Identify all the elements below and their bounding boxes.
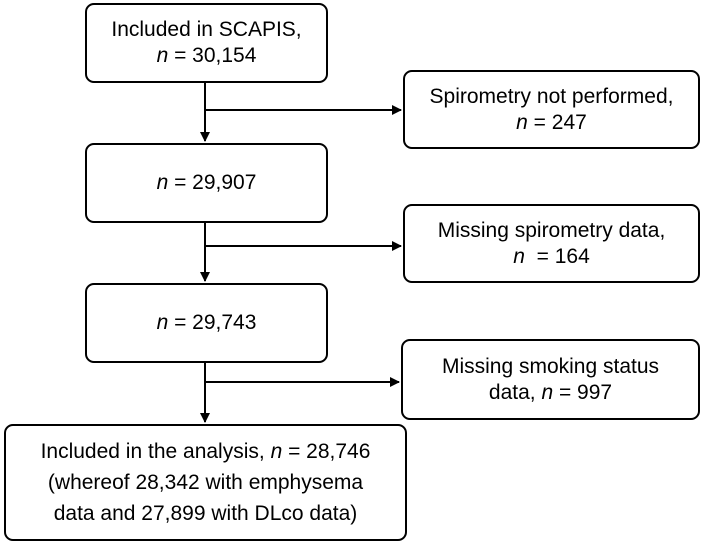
n-value: = 29,907 <box>168 171 257 194</box>
n-symbol: n <box>516 110 528 134</box>
n-symbol: n <box>156 171 169 194</box>
missing-smoking-label: Missing smoking status <box>441 354 660 378</box>
n-value: = 30,154 <box>168 44 257 67</box>
after-spirometry-count: n = 29,907 <box>157 170 257 196</box>
n-symbol: n <box>513 244 525 268</box>
missing-spirometry-label: Missing spirometry data, <box>437 218 666 242</box>
missing-smoking-count: data, n = 997 <box>489 380 612 406</box>
n-value: = 29,743 <box>168 311 257 334</box>
missing-smoking-prefix: data, <box>488 380 542 404</box>
spirometry-not-performed-label: Spirometry not performed, <box>429 84 674 108</box>
spirometry-not-performed-box: Spirometry not performed, n = 247 <box>403 70 700 149</box>
n-symbol: n <box>156 311 169 334</box>
n-symbol: n <box>541 380 554 404</box>
after-spirometry-box: n = 29,907 <box>85 143 328 223</box>
n-value: = 247 <box>527 110 587 134</box>
n-value: = 28,746 <box>282 440 371 463</box>
missing-spirometry-box: Missing spirometry data, n = 164 <box>403 204 700 283</box>
after-missing-spirometry-count: n = 29,743 <box>157 310 257 336</box>
after-missing-spirometry-box: n = 29,743 <box>85 283 328 363</box>
included-scapis-label: Included in SCAPIS, <box>111 18 302 41</box>
included-analysis-detail-1: (whereof 28,342 with emphysema <box>47 471 364 494</box>
spirometry-not-performed-count: n = 247 <box>516 110 587 136</box>
n-symbol: n <box>156 44 169 67</box>
included-analysis-box: Included in the analysis, n = 28,746 (wh… <box>4 424 407 541</box>
included-analysis-detail-2: data and 27,899 with DLco data) <box>53 502 358 525</box>
included-analysis-title: Included in the analysis, n = 28,746 <box>41 436 371 467</box>
included-analysis-prefix: Included in the analysis, <box>40 440 271 463</box>
missing-smoking-box: Missing smoking status data, n = 997 <box>401 339 700 420</box>
n-value: = 997 <box>553 380 613 404</box>
included-scapis-box: Included in SCAPIS, n = 30,154 <box>85 3 328 83</box>
included-scapis-count: n = 30,154 <box>157 43 257 69</box>
missing-spirometry-count: n = 164 <box>513 244 590 270</box>
n-symbol: n <box>270 440 283 463</box>
n-value: = 164 <box>524 244 590 268</box>
